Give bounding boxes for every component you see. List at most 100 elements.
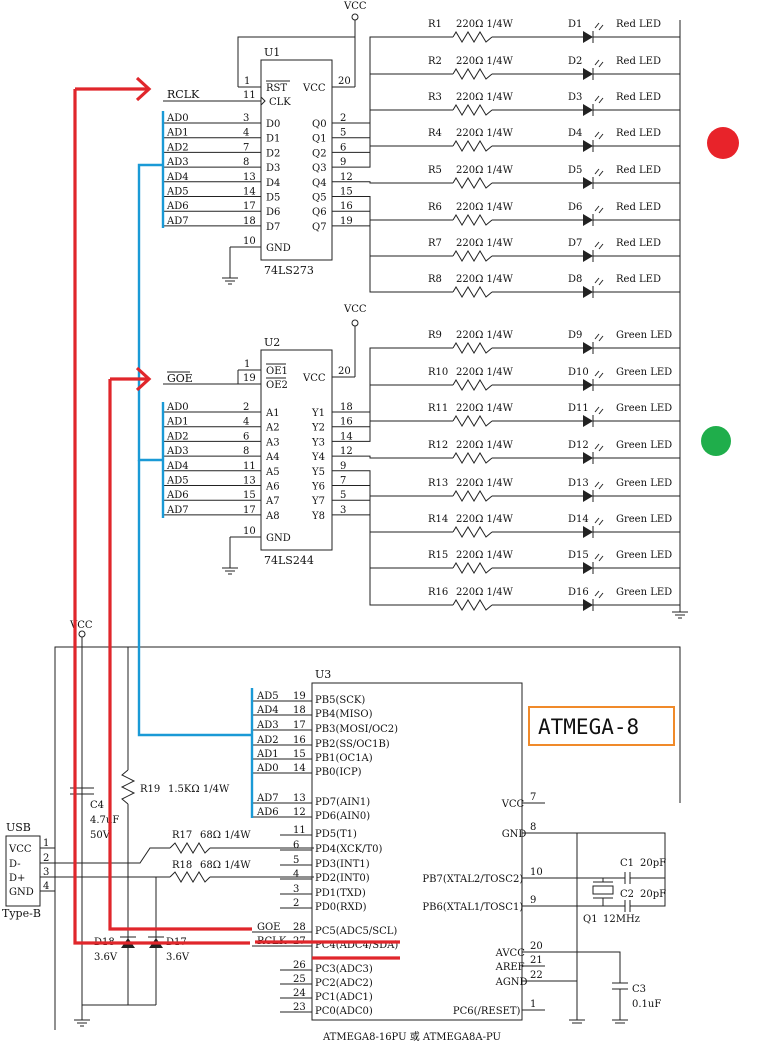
u1-in-net: AD6 (166, 201, 189, 212)
u1-in-pin: D7 (266, 222, 280, 233)
u3-right-pin: PB6(XTAL1/TOSC1) (422, 902, 523, 913)
svg-text:R18: R18 (172, 860, 192, 871)
green-r-value: 220Ω 1/4W (456, 587, 514, 598)
svg-text:20: 20 (338, 366, 351, 377)
svg-text:VCC: VCC (69, 620, 93, 631)
u3-left-pin: PB0(ICP) (315, 767, 362, 778)
usb-title: USB (6, 821, 31, 834)
data-bus-highlight (137, 111, 254, 818)
green-led (583, 599, 593, 611)
u3-left-pin: PC1(ADC1) (315, 992, 373, 1003)
u3-left-pin: PB4(MISO) (315, 709, 373, 720)
u1-out-num: 6 (340, 142, 346, 153)
svg-text:1.5KΩ 1/4W: 1.5KΩ 1/4W (168, 784, 230, 795)
u1-net-rclk: RCLK (167, 88, 200, 101)
svg-text:12MHz: 12MHz (603, 914, 640, 925)
u3-left-pin: PD6(AIN0) (315, 811, 370, 822)
u3-left-pin: PD5(T1) (315, 829, 357, 840)
u2-out-num: 16 (340, 417, 353, 428)
green-d-label: Green LED (616, 587, 672, 598)
u2-in-num: 11 (243, 461, 256, 472)
u1-vcc-terminal (351, 13, 359, 21)
u1-latch: U1 74LS273 1 RST RCLK 11 CLK VCC 20 VCC … (163, 1, 367, 285)
u1-out-pin: Q3 (312, 163, 327, 174)
red-r-value: 220Ω 1/4W (456, 19, 514, 30)
u2-buffer: U2 74LS244 GOE 1 19 OE1 OE2 VCC 20 VCC 1… (163, 304, 367, 575)
green-led (583, 490, 593, 502)
u1-in-num: 18 (243, 216, 256, 227)
svg-text:C2: C2 (620, 889, 634, 900)
green-d-label: Green LED (616, 478, 672, 489)
u1-out-num: 16 (340, 201, 353, 212)
green-d-ref: D15 (568, 550, 589, 561)
red-resistor (452, 31, 493, 43)
u2-out-num: 14 (340, 431, 353, 442)
green-resistor (452, 490, 493, 502)
u3-right-num: 1 (530, 999, 536, 1010)
green-r-ref: R13 (428, 478, 448, 489)
u1-in-num: 13 (243, 172, 256, 183)
u3-left-pin: PC5(ADC5/SCL) (315, 926, 397, 937)
u3-left-net: AD7 (256, 793, 279, 804)
svg-text:C1: C1 (620, 858, 634, 869)
svg-text:C3: C3 (632, 984, 646, 995)
u1-in-num: 7 (243, 142, 249, 153)
red-status-dot (707, 127, 739, 159)
u3-right-pin: PC6(/RESET) (453, 1006, 521, 1017)
svg-text:VCC: VCC (343, 1, 367, 12)
u2-in-pin: A5 (265, 467, 280, 478)
green-resistor (452, 562, 493, 574)
green-r-value: 220Ω 1/4W (456, 330, 514, 341)
u2-in-net: AD4 (166, 461, 189, 472)
red-resistor (452, 214, 493, 226)
u1-in-net: AD0 (166, 113, 189, 124)
green-d-ref: D12 (568, 440, 589, 451)
u1-pin-clk: CLK (269, 97, 291, 108)
red-r-ref: R8 (428, 274, 442, 285)
u1-in-pin: D3 (266, 163, 280, 174)
red-d-label: Red LED (616, 238, 661, 249)
green-d-ref: D9 (568, 330, 582, 341)
red-r-value: 220Ω 1/4W (456, 56, 514, 67)
u3-left-num: 6 (293, 840, 299, 851)
u1-ref: U1 (264, 46, 280, 59)
u1-in-net: AD1 (166, 128, 189, 139)
u3-left-num: 26 (293, 960, 306, 971)
u3-left-pin: PB1(OC1A) (315, 753, 373, 764)
u2-in-net: AD3 (166, 446, 189, 457)
u2-out-pin: Y1 (311, 408, 325, 419)
u2-in-num: 4 (243, 417, 249, 428)
green-status-dot (701, 426, 731, 456)
svg-text:4.7uF: 4.7uF (90, 815, 119, 826)
u2-in-pin: A8 (265, 511, 280, 522)
red-led (583, 286, 593, 298)
u1-in-num: 17 (243, 201, 256, 212)
svg-text:20: 20 (338, 76, 351, 87)
red-r-value: 220Ω 1/4W (456, 128, 514, 139)
red-d-ref: D5 (568, 165, 582, 176)
u3-right-num: 9 (530, 895, 536, 906)
red-resistor (452, 286, 493, 298)
u3-left-num: 17 (293, 720, 306, 731)
svg-text:10: 10 (243, 526, 256, 537)
green-resistor (452, 415, 493, 427)
u3-right-pin: GND (502, 829, 527, 840)
red-d-label: Red LED (616, 202, 661, 213)
u2-in-net: AD7 (166, 505, 189, 516)
red-r-value: 220Ω 1/4W (456, 238, 514, 249)
atmega-badge-box (528, 706, 675, 746)
u3-left-num: 23 (293, 1002, 306, 1013)
green-d-ref: D13 (568, 478, 589, 489)
u2-in-pin: A7 (265, 496, 280, 507)
svg-text:R17: R17 (172, 830, 192, 841)
green-led (583, 415, 593, 427)
green-led (583, 342, 593, 354)
green-led (583, 562, 593, 574)
u1-part: 74LS273 (264, 264, 314, 277)
u3-left-num: 3 (293, 884, 299, 895)
usb-pin-label: D+ (9, 873, 25, 884)
svg-text:VCC: VCC (302, 373, 326, 384)
red-led (583, 68, 593, 80)
u3-left-num: 19 (293, 691, 306, 702)
